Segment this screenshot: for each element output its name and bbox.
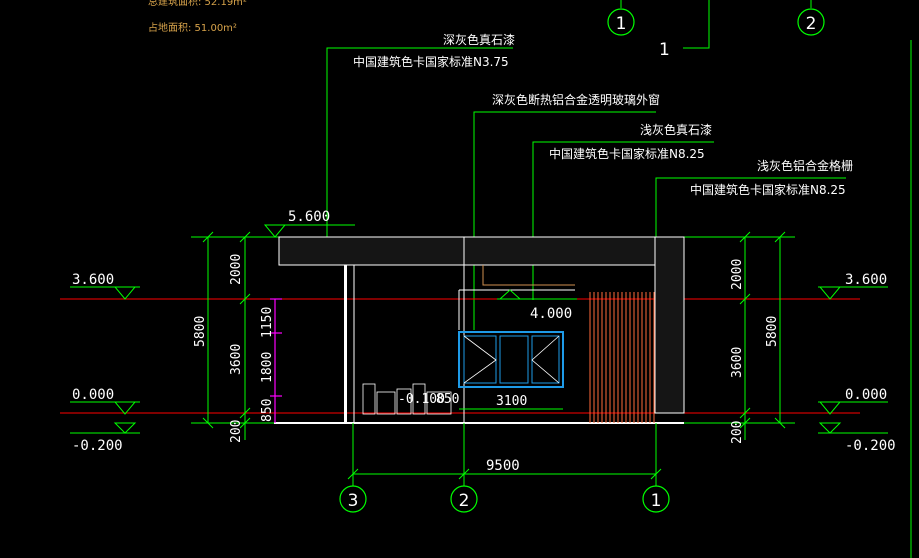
axis-bubble-1: 1 xyxy=(642,485,670,513)
left-level-3600: 3.600 xyxy=(72,272,114,288)
top-free-label: 1 xyxy=(659,40,670,60)
svg-text:5.600: 5.600 xyxy=(288,209,330,225)
level-lines xyxy=(60,298,860,414)
equipment-block xyxy=(362,383,452,415)
left-dim-200: 200 xyxy=(229,420,244,443)
right-dim-200: 200 xyxy=(730,421,745,444)
elevation-markers-right xyxy=(818,286,888,434)
left-dim-850: 850 xyxy=(260,399,275,422)
axis-bubble-3: 3 xyxy=(339,485,367,513)
svg-text:中国建筑色卡国家标准N8.25: 中国建筑色卡国家标准N8.25 xyxy=(690,182,846,197)
left-dimension-chain xyxy=(202,231,251,440)
interior-dims xyxy=(270,298,282,423)
leader-annotation-1: 深灰色真石漆 中国建筑色卡国家标准N3.75 xyxy=(326,33,515,250)
left-level-neg200: -0.200 xyxy=(72,438,123,454)
top-axis-bubble-1: 1 xyxy=(607,0,635,36)
svg-text:2: 2 xyxy=(459,491,470,511)
right-dim-3600: 3600 xyxy=(730,347,745,378)
elevation-marker-canopy: 4.000 xyxy=(497,289,577,322)
left-dim-1800: 1800 xyxy=(260,352,275,383)
svg-text:3: 3 xyxy=(348,491,359,511)
inner-level-neg100: -0.100 xyxy=(398,392,445,407)
svg-text:中国建筑色卡国家标准N3.75: 中国建筑色卡国家标准N3.75 xyxy=(353,54,509,69)
right-level-3600: 3.600 xyxy=(845,272,887,288)
svg-text:1: 1 xyxy=(616,14,627,34)
right-dim-2000: 2000 xyxy=(730,259,745,290)
bottom-axis-lines xyxy=(347,423,662,486)
elevation-markers-left xyxy=(70,286,140,434)
elevation-marker-roof: 5.600 xyxy=(263,209,355,238)
right-dimension-chain xyxy=(739,231,786,440)
right-level-0000: 0.000 xyxy=(845,387,887,403)
svg-text:中国建筑色卡国家标准N8.25: 中国建筑色卡国家标准N8.25 xyxy=(549,146,705,161)
right-dim-5800: 5800 xyxy=(765,316,780,347)
svg-text:2: 2 xyxy=(806,14,817,34)
top-axis-bubble-2: 2 xyxy=(797,0,825,36)
site-area-text: 占地面积: 51.00m² xyxy=(148,21,237,34)
left-dim-1150: 1150 xyxy=(260,307,275,338)
svg-text:1: 1 xyxy=(651,491,662,511)
window-dim-3100: 3100 xyxy=(496,394,527,409)
svg-text:浅灰色铝合金格栅: 浅灰色铝合金格栅 xyxy=(757,158,853,173)
svg-text:深灰色真石漆: 深灰色真石漆 xyxy=(443,33,515,47)
total-area-text: 总建筑面积: 52.19m² xyxy=(148,0,247,8)
axis-bubble-2: 2 xyxy=(450,485,478,513)
window-dim-850: 850 xyxy=(436,392,459,407)
left-dim-3600: 3600 xyxy=(229,344,244,375)
svg-text:4.000: 4.000 xyxy=(530,306,572,322)
leader-annotation-3: 浅灰色真石漆 中国建筑色卡国家标准N8.25 xyxy=(532,123,714,300)
left-dim-5800: 5800 xyxy=(193,316,208,347)
leader-annotation-2: 深灰色断热铝合金透明玻璃外窗 xyxy=(473,92,660,330)
aluminum-grille xyxy=(589,292,655,423)
top-bracket-line xyxy=(683,0,710,49)
leader-annotation-4: 浅灰色铝合金格栅 中国建筑色卡国家标准N8.25 xyxy=(655,158,853,292)
window-frame xyxy=(458,331,564,388)
svg-text:深灰色断热铝合金透明玻璃外窗: 深灰色断热铝合金透明玻璃外窗 xyxy=(492,92,660,107)
building-roof xyxy=(274,236,685,424)
svg-text:浅灰色真石漆: 浅灰色真石漆 xyxy=(640,123,712,137)
left-level-0000: 0.000 xyxy=(72,387,114,403)
left-dim-2000: 2000 xyxy=(229,254,244,285)
bottom-dim-9500: 9500 xyxy=(486,458,520,474)
right-level-neg200: -0.200 xyxy=(845,438,896,454)
